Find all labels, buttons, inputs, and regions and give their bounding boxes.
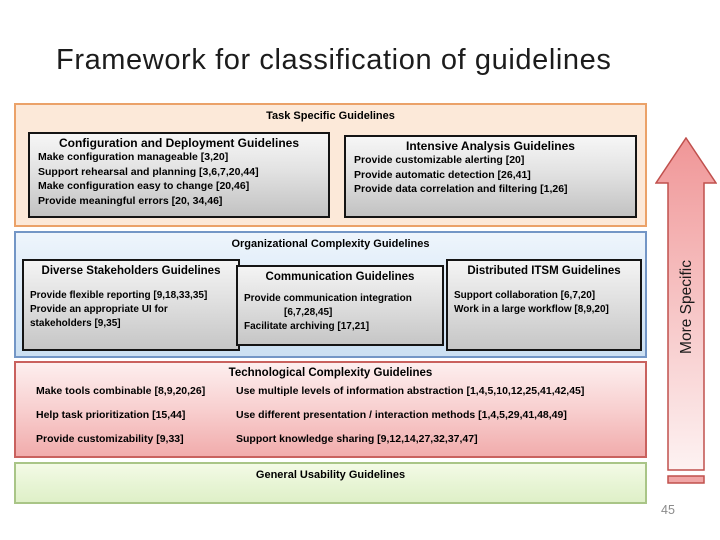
communication-box: Communication Guidelines Provide communi…	[236, 265, 444, 346]
guideline-item: Provide flexible reporting [9,18,33,35]	[30, 290, 208, 301]
page-number: 45	[661, 503, 675, 517]
config-deploy-title: Configuration and Deployment Guidelines	[58, 136, 299, 150]
general-usability-section: General Usability Guidelines	[14, 462, 647, 504]
guideline-item: Help task prioritization [15,44]	[36, 409, 186, 421]
up-arrow-shape	[655, 137, 717, 471]
task-specific-header: Task Specific Guidelines	[266, 110, 395, 122]
guideline-item: Work in a large workflow [8,9,20]	[454, 304, 609, 315]
technological-section: Technological Complexity Guidelines Make…	[14, 361, 647, 458]
technological-header: Technological Complexity Guidelines	[228, 367, 433, 379]
guideline-item: Use multiple levels of information abstr…	[236, 385, 585, 397]
guideline-item: Make tools combinable [8,9,20,26]	[36, 385, 206, 397]
guideline-item: Support rehearsal and planning [3,6,7,20…	[38, 165, 259, 178]
more-specific-arrow: More Specific	[655, 137, 717, 484]
more-specific-label: More Specific	[678, 260, 695, 354]
intensive-analysis-box: Intensive Analysis Guidelines Provide cu…	[344, 135, 637, 218]
communication-title: Communication Guidelines	[265, 271, 415, 283]
intensive-analysis-title: Intensive Analysis Guidelines	[406, 139, 575, 153]
guideline-item: Provide automatic detection [26,41]	[354, 168, 531, 181]
guideline-item: Provide customizable alerting [20]	[354, 154, 525, 166]
slide-title: Framework for classification of guidelin…	[56, 44, 612, 76]
guideline-item: Provide data correlation and filtering […	[354, 183, 568, 195]
tech-row: Make tools combinable [8,9,20,26] Use mu…	[36, 385, 645, 397]
tech-row: Provide customizability [9,33] Support k…	[36, 433, 645, 445]
guideline-item: Provide meaningful errors [20, 34,46]	[38, 194, 223, 207]
tech-row: Help task prioritization [15,44] Use dif…	[36, 409, 645, 421]
guideline-item: Support collaboration [6,7,20]	[454, 290, 596, 301]
config-deploy-box: Configuration and Deployment Guidelines …	[28, 132, 330, 218]
guideline-item: Support knowledge sharing [9,12,14,27,32…	[236, 433, 478, 445]
diverse-stakeholders-box: Diverse Stakeholders Guidelines Provide …	[22, 259, 240, 351]
general-usability-header: General Usability Guidelines	[255, 469, 406, 481]
distributed-itsm-title: Distributed ITSM Guidelines	[467, 265, 621, 277]
guideline-item: Provide communication integration [6,7,2…	[244, 293, 412, 318]
diverse-stakeholders-title: Diverse Stakeholders Guidelines	[41, 265, 221, 277]
guideline-item: Facilitate archiving [17,21]	[244, 321, 370, 332]
distributed-itsm-box: Distributed ITSM Guidelines Support coll…	[446, 259, 642, 351]
guideline-item: Provide customizability [9,33]	[36, 433, 184, 445]
organizational-header: Organizational Complexity Guidelines	[231, 238, 430, 250]
guideline-item: Make configuration manageable [3,20]	[38, 151, 229, 163]
guideline-item: Provide an appropriate UI for stakeholde…	[30, 304, 168, 329]
guideline-item: Make configuration easy to change [20,46…	[38, 180, 250, 192]
guideline-item: Use different presentation / interaction…	[236, 409, 567, 421]
arrow-base-bar	[667, 475, 705, 484]
